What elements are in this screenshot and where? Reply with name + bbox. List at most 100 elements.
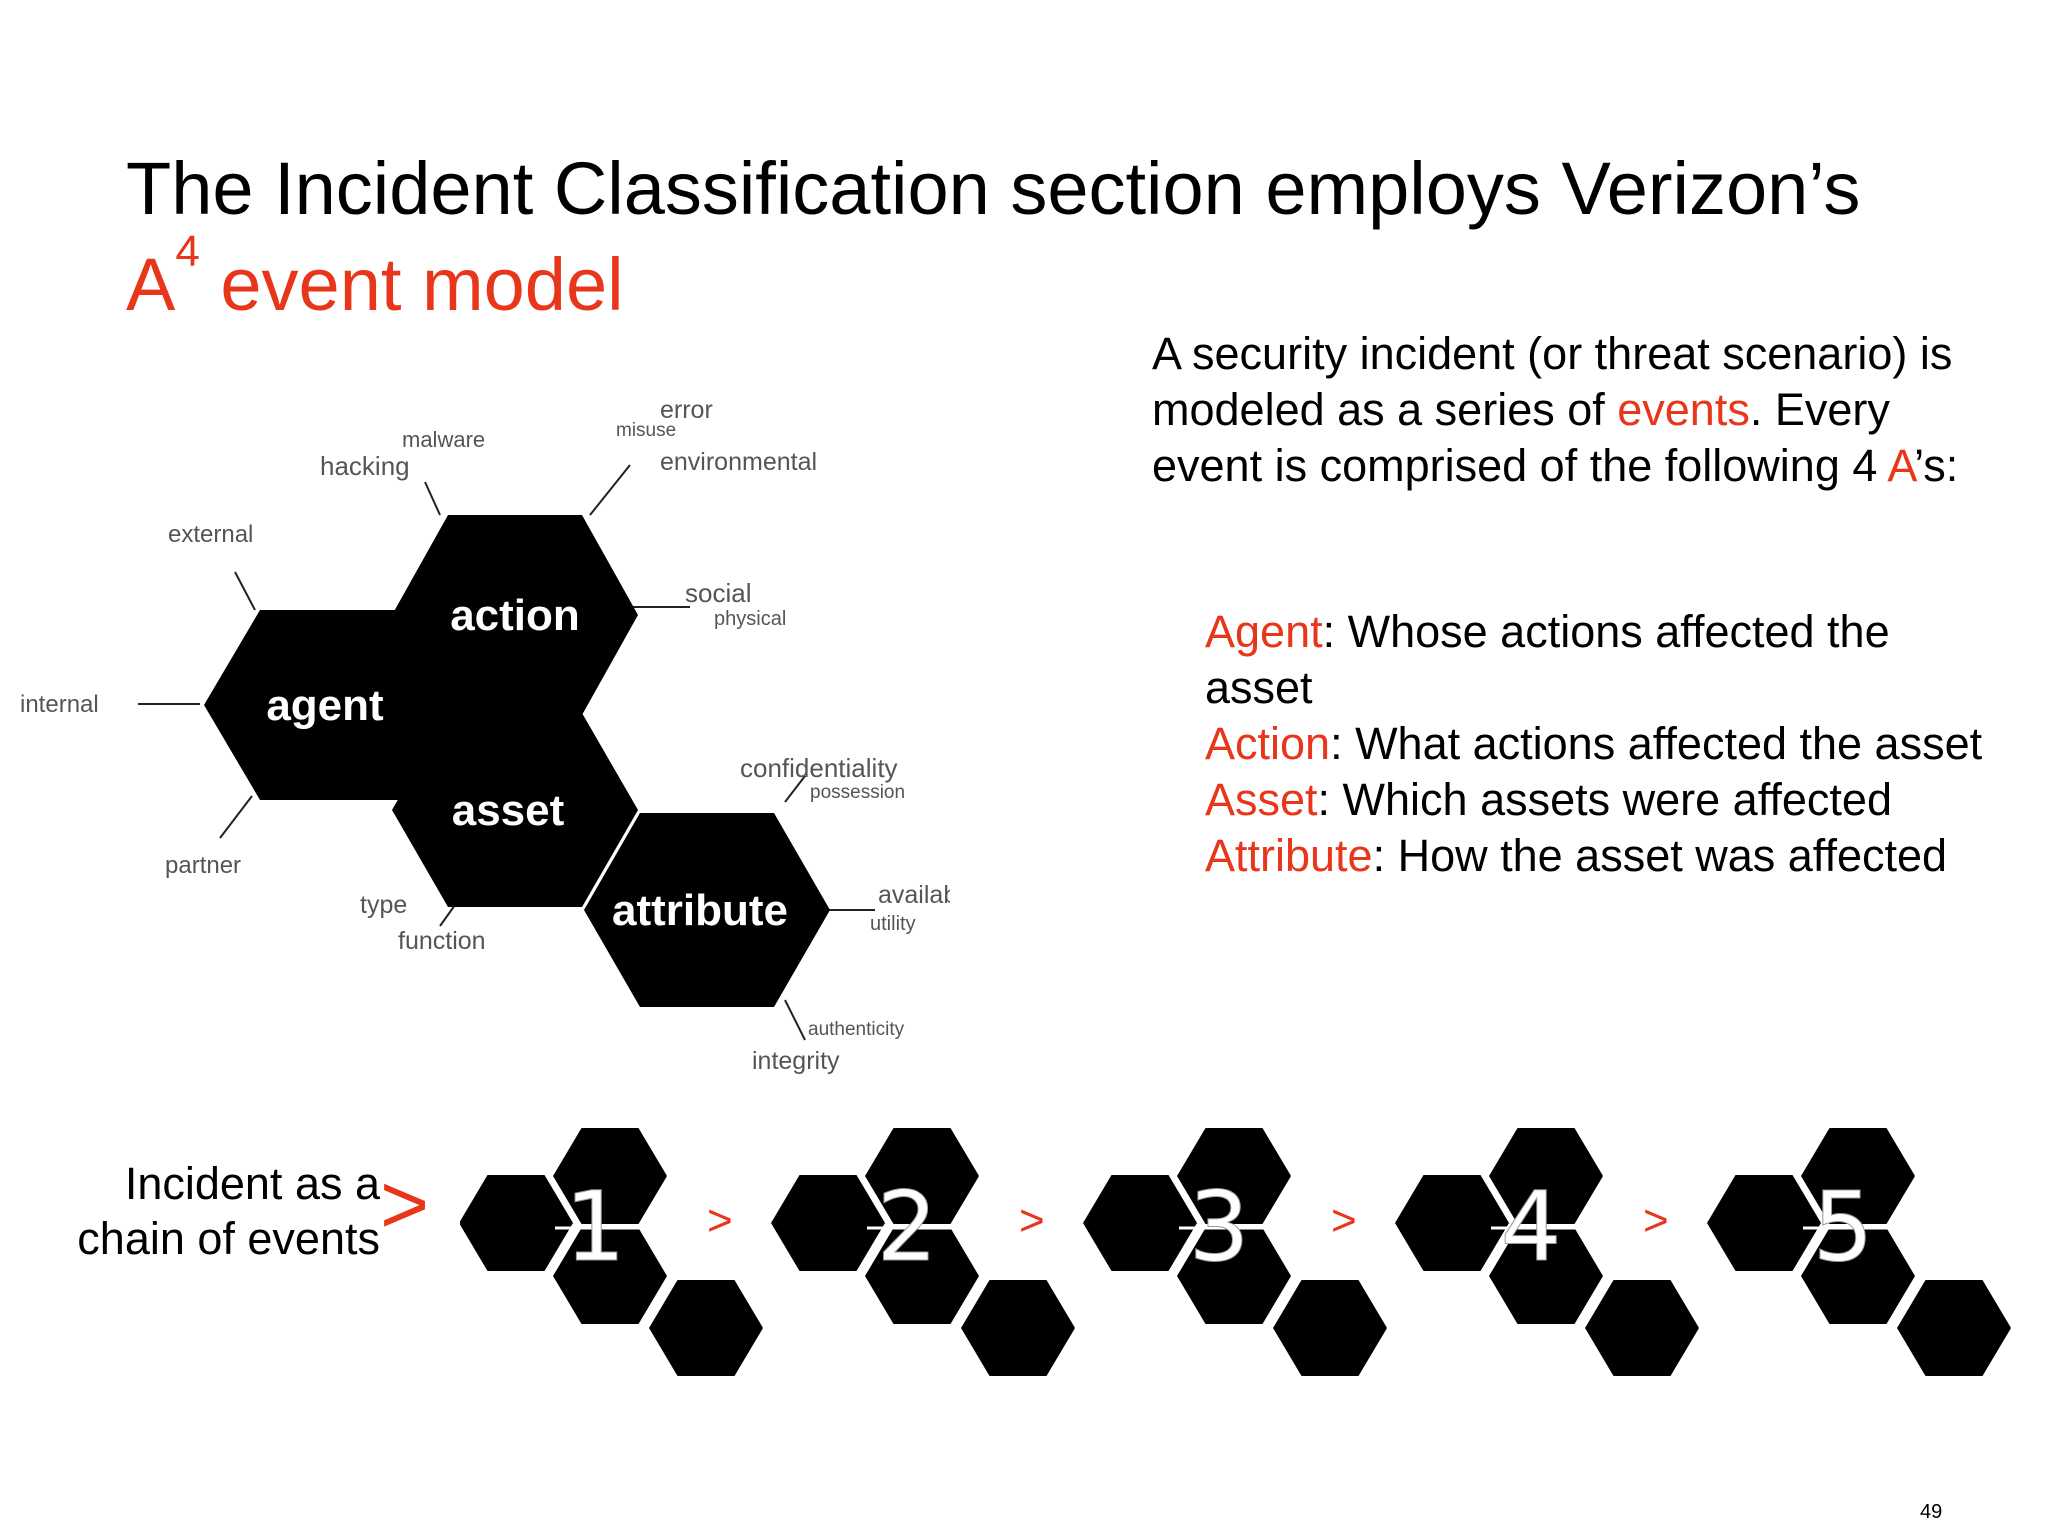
event-hex-agent [1395,1175,1509,1271]
tag-authenticity: authenticity [808,1019,905,1040]
tag-possession: possession [810,782,905,803]
event-hex-asset [865,1228,979,1324]
tag-hacking: hacking [320,451,410,481]
definition-text: : How the asset was affected [1372,830,1948,881]
chain-label-line2: chain of events [77,1213,380,1264]
hex-action [392,515,638,715]
line-hacking [424,481,441,516]
tag-internal: internal [20,691,99,718]
event-hex-asset [1177,1228,1291,1324]
event-hex-agent [460,1175,573,1271]
event-cluster-4: 4> [1395,1128,1699,1376]
tag-malware: malware [402,427,485,452]
description-text-2: . Every event is comprised of the follow… [1152,384,1890,491]
event-cluster-3: 3> [1083,1128,1387,1376]
tag-function: function [398,927,486,955]
definition-text: : What actions affected the asset [1330,718,1983,769]
a4-hexagons [204,515,830,1007]
hex-label-attribute: attribute [612,886,788,935]
event-cluster-2: 2> [771,1128,1075,1376]
event-hex-attribute [961,1280,1075,1376]
tag-type: type [360,891,407,919]
tag-misuse: misuse [616,420,676,441]
hex-label-action: action [450,591,580,640]
hex-label-asset: asset [452,786,565,835]
definition-text: : Whose actions affected the asset [1205,606,1890,713]
definition-action: Action: What actions affected the asset [1205,716,1995,772]
title-rest: event model [199,243,624,326]
line-environmental [589,464,631,516]
event-hex-agent [1707,1175,1821,1271]
tag-error: error [660,396,713,424]
description-a: A [1887,440,1915,491]
hex-label-agent: agent [266,681,384,730]
description-text-3: ’s: [1914,440,1959,491]
event-hex-action [1489,1128,1603,1224]
event-hex-asset [1489,1228,1603,1324]
event-number-3: 3 [1188,1171,1249,1283]
event-chain-svg: 1>2>3>4>5 [460,1128,2011,1376]
event-hex-agent [1083,1175,1197,1271]
tag-external: external [168,521,253,548]
definition-agent: Agent: Whose actions affected the asset [1205,604,1995,716]
slide-title-line2: A4 event model [126,230,624,330]
event-number-5: 5 [1812,1171,1873,1283]
event-cluster-5: 5 [1707,1128,2011,1376]
event-hex-action [865,1128,979,1224]
tag-environmental: environmental [660,448,817,476]
tag-utility: utility [870,913,916,935]
tag-social: social [685,578,751,608]
event-hex-attribute [1273,1280,1387,1376]
event-separator: > [707,1196,733,1245]
tag-physical: physical [714,608,786,630]
event-hex-attribute [649,1280,763,1376]
a4-diagram: action agent asset attribute error misus… [20,330,950,1090]
slide-title-line1: The Incident Classification section empl… [126,147,1861,230]
a4-diagram-svg: action agent asset attribute error misus… [20,396,950,1075]
definition-asset: Asset: Which assets were affected [1205,772,1995,828]
tag-partner: partner [165,852,241,879]
event-hex-attribute [1897,1280,2011,1376]
tag-integrity: integrity [752,1047,840,1075]
page-number: 49 [1920,1501,1943,1523]
line-partner [219,795,253,839]
title-a: A [126,243,176,326]
definition-term: Attribute [1205,830,1373,881]
event-separator: > [1019,1196,1045,1245]
event-separator: > [1331,1196,1357,1245]
title-superscript: 4 [175,227,200,276]
hex-attribute [584,813,830,1007]
tag-confidentiality: confidentiality [740,753,898,783]
definition-term: Agent [1205,606,1323,657]
description-text-1: A security incident (or threat scenario)… [1152,328,1953,435]
event-chain: 1>2>3>4>5 [460,1120,2020,1420]
event-separator: > [1643,1196,1669,1245]
event-number-1: 1 [564,1171,625,1283]
chain-label-line1: Incident as a [124,1158,380,1209]
model-description: A security incident (or threat scenario)… [1152,326,1972,494]
event-hex-attribute [1585,1280,1699,1376]
line-confidentiality [784,775,806,803]
hex-agent [204,610,454,800]
event-cluster-1: 1> [460,1128,763,1376]
line-external [234,571,256,611]
event-hex-asset [1801,1228,1915,1324]
event-number-2: 2 [876,1171,937,1283]
event-hex-agent [771,1175,885,1271]
description-paragraph: A security incident (or threat scenario)… [1152,326,1972,494]
event-hex-action [1177,1128,1291,1224]
definition-list: Agent: Whose actions affected the asset … [1205,604,1995,884]
definition-text: : Which assets were affected [1317,774,1892,825]
event-hex-action [553,1128,667,1224]
event-hex-action [1801,1128,1915,1224]
chain-label: Incident as a chain of events [40,1156,380,1266]
description-events: events [1617,384,1750,435]
hex-asset [392,713,638,907]
definition-attribute: Attribute: How the asset was affected [1205,828,1995,884]
definition-term: Action [1205,718,1331,769]
tag-availability: availability [878,881,950,909]
definition-term: Asset [1205,774,1318,825]
chain-arrow: > [380,1157,430,1251]
line-integrity [784,999,806,1041]
